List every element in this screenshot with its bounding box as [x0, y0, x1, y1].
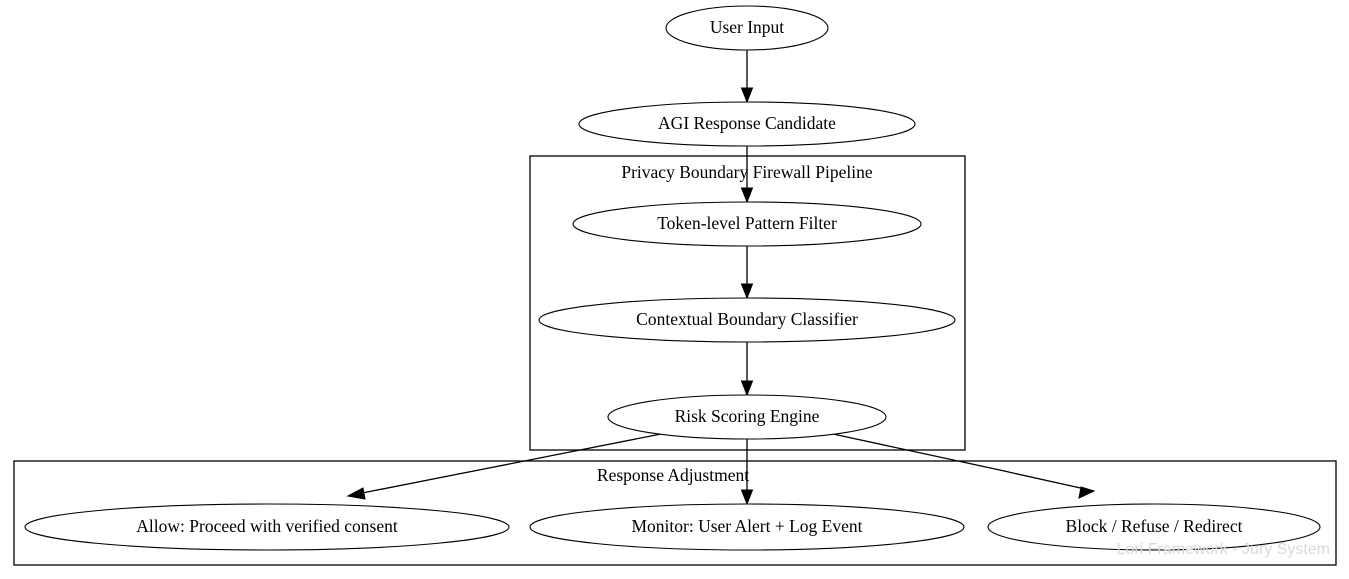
edge-line — [356, 433, 662, 495]
node-risk-scoring-engine-shape[interactable] — [607, 394, 887, 440]
node-risk-scoring-engine[interactable]: Risk Scoring Engine — [607, 394, 887, 440]
node-agi-response-candidate[interactable]: AGI Response Candidate — [578, 101, 916, 147]
node-block[interactable]: Block / Refuse / Redirect — [987, 503, 1321, 551]
node-block-label: Block / Refuse / Redirect — [1066, 516, 1243, 536]
node-monitor-shape[interactable] — [529, 503, 965, 551]
node-token-level-pattern-filter-label: Token-level Pattern Filter — [657, 213, 837, 233]
edge-token-filter-to-context-classifier — [740, 246, 754, 300]
edge-arrowhead — [740, 87, 754, 104]
edge-context-classifier-to-risk-engine — [740, 342, 754, 397]
edge-risk-engine-to-monitor — [740, 439, 754, 506]
watermark: Lori Framework - Jury System — [1117, 541, 1330, 558]
node-allow-shape[interactable] — [24, 503, 510, 551]
edge-arrowhead — [740, 283, 754, 300]
edge-arrowhead — [1078, 486, 1096, 499]
node-agi-response-candidate-label: AGI Response Candidate — [658, 113, 836, 133]
node-user-input-label: User Input — [710, 17, 784, 37]
edge-line — [832, 433, 1086, 490]
edge-arrowhead — [740, 380, 754, 397]
edge-arrowhead — [740, 187, 754, 204]
node-token-level-pattern-filter[interactable]: Token-level Pattern Filter — [572, 201, 922, 247]
edge-user-input-to-agi-response — [740, 50, 754, 104]
node-monitor-label: Monitor: User Alert + Log Event — [631, 516, 862, 536]
cluster-response-adjustment: Response Adjustment — [13, 460, 1337, 566]
node-contextual-boundary-classifier-label: Contextual Boundary Classifier — [636, 309, 858, 329]
edge-arrowhead — [740, 489, 754, 506]
edge-risk-engine-to-allow — [346, 433, 662, 500]
cluster-response-adjustment-rect — [13, 460, 1337, 566]
node-contextual-boundary-classifier-shape[interactable] — [538, 297, 956, 343]
node-allow[interactable]: Allow: Proceed with verified consent — [24, 503, 510, 551]
node-risk-scoring-engine-label: Risk Scoring Engine — [675, 406, 820, 426]
node-monitor[interactable]: Monitor: User Alert + Log Event — [529, 503, 965, 551]
node-agi-response-candidate-shape[interactable] — [578, 101, 916, 147]
node-allow-label: Allow: Proceed with verified consent — [136, 516, 398, 536]
node-user-input-shape[interactable] — [665, 5, 829, 51]
edge-risk-engine-to-block — [832, 433, 1096, 499]
node-token-level-pattern-filter-shape[interactable] — [572, 201, 922, 247]
node-block-shape[interactable] — [987, 503, 1321, 551]
cluster-response-adjustment-label: Response Adjustment — [597, 465, 749, 485]
node-contextual-boundary-classifier[interactable]: Contextual Boundary Classifier — [538, 297, 956, 343]
edge-agi-response-to-token-filter — [740, 146, 754, 204]
edge-arrowhead — [346, 487, 366, 500]
node-user-input[interactable]: User Input — [665, 5, 829, 51]
